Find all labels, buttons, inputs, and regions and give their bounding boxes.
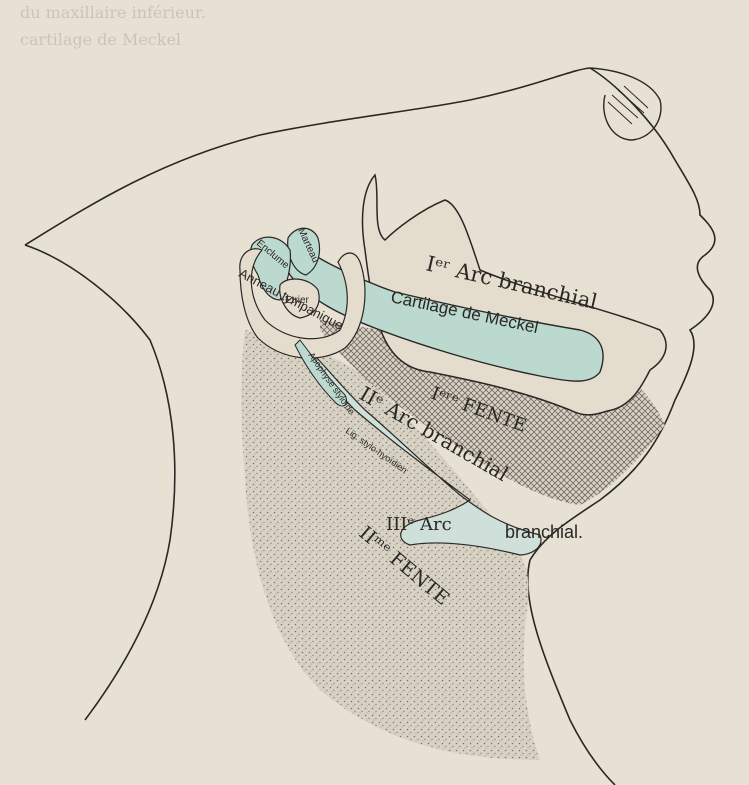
faded-text-2: cartilage de Meckel bbox=[20, 30, 181, 49]
eye-hatching bbox=[608, 86, 648, 124]
faded-text-1: du maxillaire inférieur. bbox=[20, 3, 206, 22]
eye-outline bbox=[590, 68, 661, 140]
label-arc3a: IIIᵉ Arc bbox=[386, 514, 452, 535]
back-outline bbox=[25, 245, 175, 720]
label-arc3b: branchial. bbox=[505, 522, 583, 542]
